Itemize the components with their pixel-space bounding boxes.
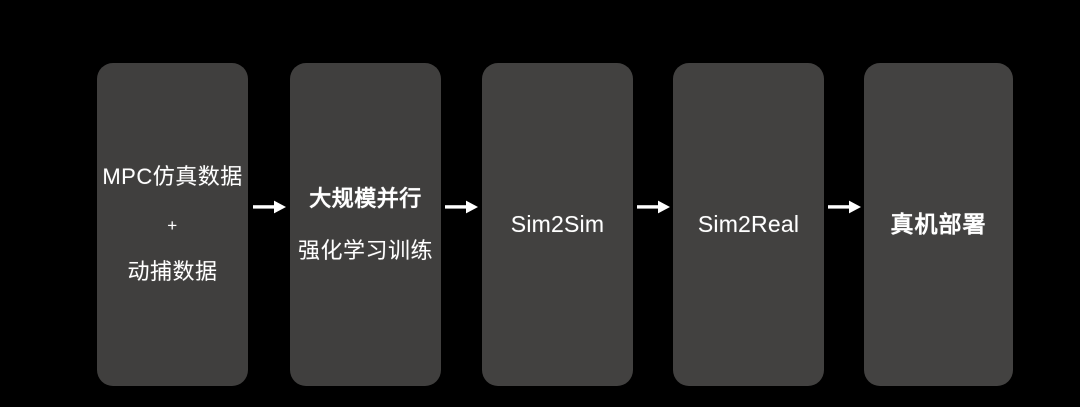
node-label-line: 大规模并行 [309, 186, 422, 212]
node-label-line: Sim2Sim [510, 211, 605, 238]
pipeline-node-real-robot-deployment[interactable]: 真机部署 [864, 63, 1013, 386]
node-label-group: MPC仿真数据 + 动捕数据 [102, 164, 243, 285]
node-label-line: 强化学习训练 [297, 237, 433, 263]
arrow-right-glyph [253, 200, 286, 214]
pipeline-node-large-scale-parallel-rl[interactable]: 大规模并行 强化学习训练 [290, 63, 441, 386]
node-label-group: 大规模并行 强化学习训练 [296, 186, 435, 263]
arrow-right-glyph [828, 200, 861, 214]
node-label-line: 动捕数据 [127, 259, 218, 285]
pipeline-node-mpc-sim-data[interactable]: MPC仿真数据 + 动捕数据 [97, 63, 248, 386]
node-label-plus: + [167, 215, 178, 235]
node-label-group: 真机部署 [870, 211, 1007, 237]
pipeline-node-sim2real[interactable]: Sim2Real [673, 63, 824, 386]
arrow-right-icon [828, 198, 862, 216]
arrow-right-icon [637, 198, 671, 216]
node-label-group: Sim2Sim [488, 211, 627, 237]
pipeline-node-sim2sim[interactable]: Sim2Sim [482, 63, 633, 386]
node-label-line: 真机部署 [890, 211, 987, 238]
node-label-group: Sim2Real [679, 211, 818, 237]
arrow-right-icon [253, 198, 287, 216]
arrow-right-glyph [637, 200, 670, 214]
arrow-right-icon [445, 198, 479, 216]
node-label-line: MPC仿真数据 [102, 164, 243, 190]
node-label-line: Sim2Real [697, 211, 800, 238]
arrow-right-glyph [445, 200, 478, 214]
